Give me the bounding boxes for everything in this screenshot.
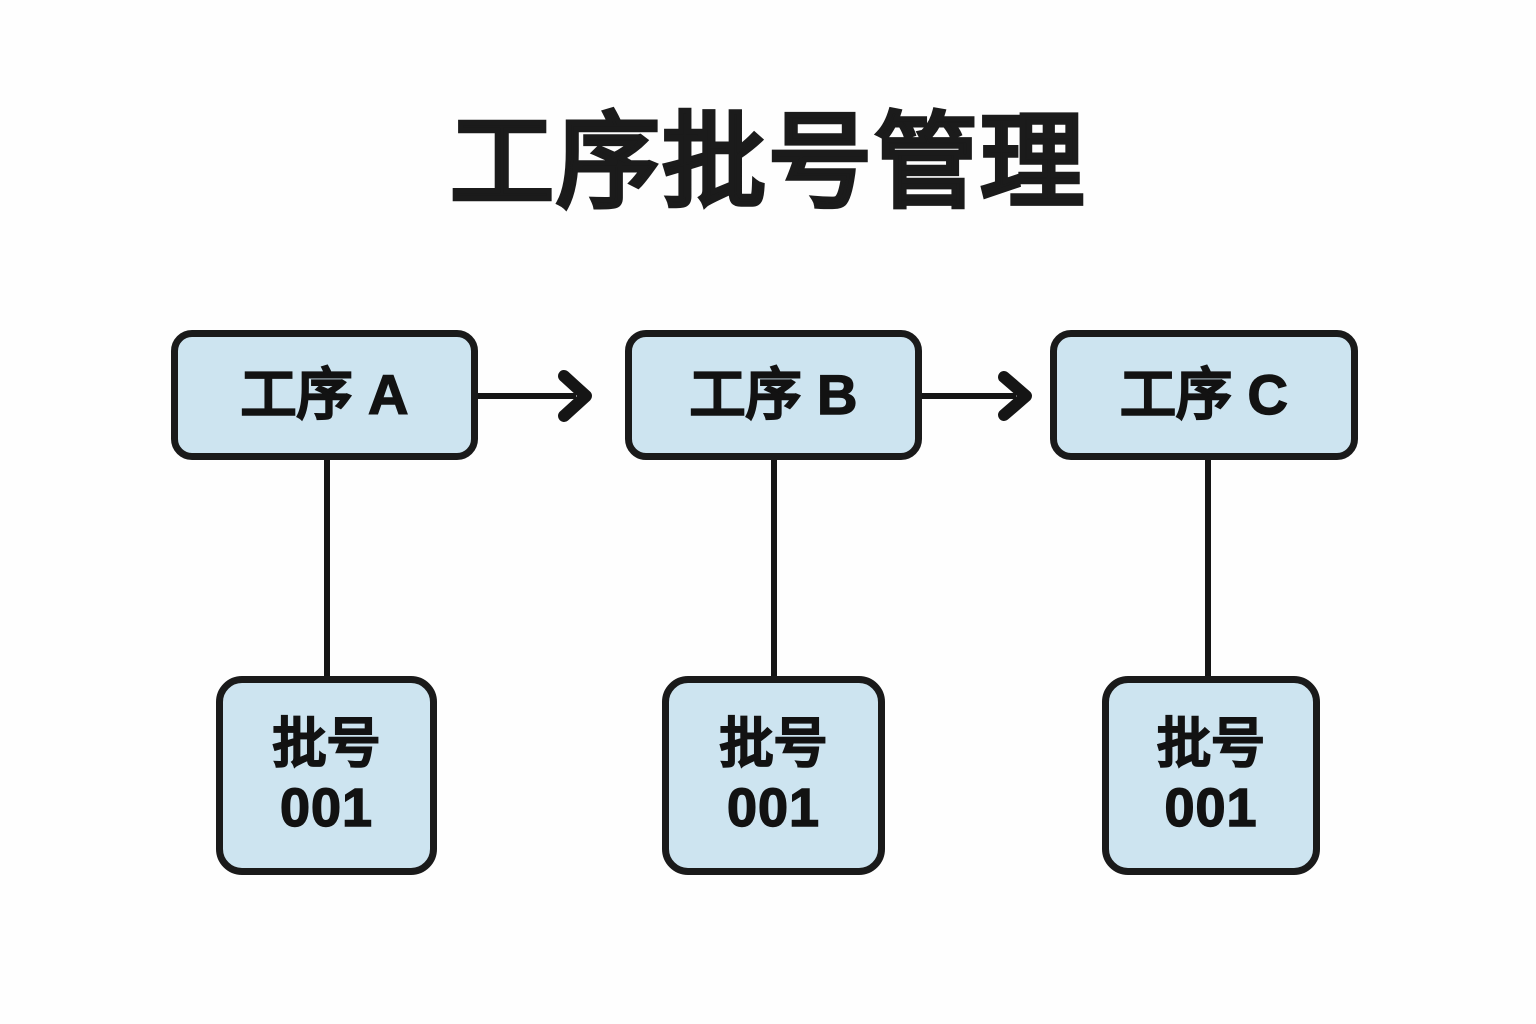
connector-line-process-b: [771, 452, 777, 684]
arrow-process-a-to-process-b: [476, 368, 600, 424]
process-node-c-label: 工序 C: [1119, 363, 1288, 426]
arrow-process-b-to-process-c: [920, 368, 1040, 424]
batch-node-a-code: 001: [279, 777, 374, 838]
batch-node-b-label: 批号: [719, 713, 828, 774]
batch-node-c-code: 001: [1164, 777, 1258, 838]
batch-node-b[interactable]: 批号 001: [662, 676, 885, 875]
batch-node-b-code: 001: [726, 777, 821, 838]
process-node-a[interactable]: 工序 A: [171, 330, 478, 460]
connector-line-process-c: [1205, 452, 1211, 684]
process-node-b[interactable]: 工序 B: [625, 330, 922, 460]
page-title: 工序批号管理: [449, 104, 1086, 222]
batch-node-c-label: 批号: [1156, 713, 1265, 774]
process-node-c[interactable]: 工序 C: [1050, 330, 1358, 460]
batch-node-a[interactable]: 批号 001: [216, 676, 437, 875]
process-node-b-label: 工序 B: [689, 363, 858, 426]
process-node-a-label: 工序 A: [240, 363, 409, 426]
batch-node-a-label: 批号: [272, 713, 381, 774]
batch-node-c[interactable]: 批号 001: [1102, 676, 1320, 875]
connector-line-process-a: [324, 452, 330, 684]
